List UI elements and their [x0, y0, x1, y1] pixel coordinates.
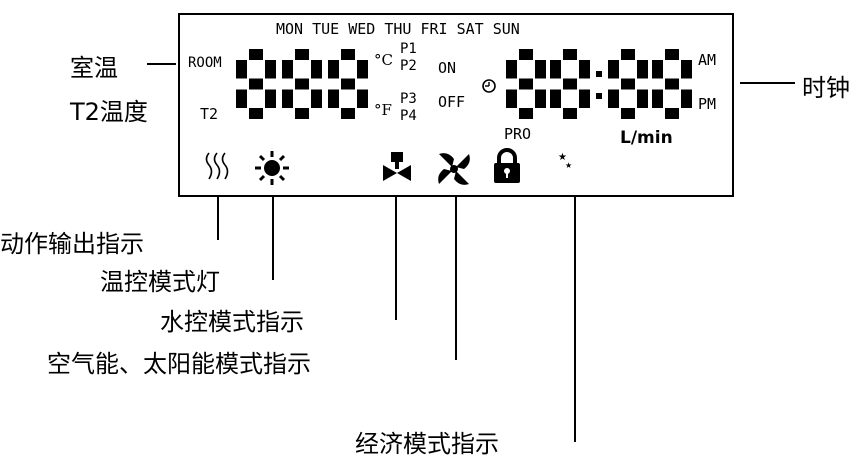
lcd-segment — [563, 108, 577, 119]
lcd-panel: MON TUE WED THU FRI SAT SUN ROOM T2 °C °… — [178, 13, 734, 197]
lcd-segment — [265, 89, 276, 108]
lcd-segment — [249, 78, 263, 90]
lcd-segment — [652, 89, 663, 108]
eco-mode-annotation: 经济模式指示 — [355, 430, 499, 458]
lcd-segment — [519, 78, 533, 90]
lcd-segment — [265, 60, 276, 79]
air-solar-mode-annotation: 空气能、太阳能模式指示 — [47, 350, 311, 378]
clock-annotation: 时钟 — [802, 74, 850, 102]
lcd-segment — [637, 60, 648, 79]
lcd-segment — [535, 60, 546, 79]
program-p4: P4 — [400, 108, 417, 124]
lcd-segment — [681, 89, 692, 108]
temp-mode-light-annotation: 温控模式灯 — [100, 268, 220, 296]
lcd-segment — [519, 108, 533, 119]
program-p1-p2: P1 P2 — [400, 41, 417, 75]
lcd-segment — [311, 60, 322, 79]
room-label: ROOM — [188, 55, 222, 71]
lcd-segment — [341, 78, 355, 90]
t2-label: T2 — [200, 105, 219, 123]
lcd-segment — [311, 89, 322, 108]
lcd-segment — [652, 60, 663, 79]
clock-icon — [482, 79, 496, 93]
t2-temp-annotation: T2温度 — [70, 98, 148, 126]
celsius-unit: °C — [374, 51, 393, 69]
time-digits — [506, 49, 692, 119]
lcd-segment — [295, 78, 309, 90]
lcd-segment — [665, 108, 679, 119]
fan-icon — [438, 153, 470, 185]
lcd-segment — [608, 89, 619, 108]
lcd-segment — [621, 49, 635, 60]
lcd-segment — [550, 89, 561, 108]
lcd-segment — [637, 89, 648, 108]
lcd-segment — [665, 78, 679, 90]
off-label: OFF — [438, 93, 466, 111]
time-colon-dot — [596, 93, 602, 99]
lcd-segment — [341, 49, 355, 60]
leader-lines — [147, 63, 795, 442]
program-p1: P1 — [400, 41, 417, 57]
lcd-segment — [357, 60, 368, 79]
lcd-segment — [608, 60, 619, 79]
lcd-segment — [550, 60, 561, 79]
room-temp-annotation: 室温 — [70, 54, 118, 82]
lcd-segment — [328, 89, 339, 108]
weekday-row: MON TUE WED THU FRI SAT SUN — [276, 20, 520, 38]
lcd-segment — [506, 60, 517, 79]
lcd-segment — [681, 60, 692, 79]
on-label: ON — [438, 59, 457, 77]
lcd-segment — [579, 89, 590, 108]
lcd-segment — [357, 89, 368, 108]
lcd-segment — [621, 108, 635, 119]
lcd-segment — [665, 49, 679, 60]
lcd-segment — [328, 60, 339, 79]
lcd-segment — [506, 89, 517, 108]
lcd-segment — [249, 108, 263, 119]
flow-unit-label: L/min — [620, 128, 673, 148]
lcd-segment — [282, 89, 293, 108]
time-colon-dot — [596, 71, 602, 77]
fahrenheit-unit: °F — [374, 101, 392, 119]
lock-icon — [494, 148, 520, 183]
lcd-segment — [295, 49, 309, 60]
lcd-segment — [295, 108, 309, 119]
heat-wave-icon — [205, 152, 229, 180]
program-p3: P3 — [400, 91, 417, 107]
moon-stars-icon: ★ ★ — [558, 152, 584, 183]
program-p2: P2 — [400, 58, 417, 74]
valve-icon — [383, 152, 411, 181]
program-p3-p4: P3 P4 — [400, 91, 417, 125]
lcd-segment — [563, 49, 577, 60]
lcd-segment — [249, 49, 263, 60]
sun-icon — [255, 151, 289, 185]
pro-label: PRO — [504, 125, 532, 143]
lcd-segment — [535, 89, 546, 108]
water-mode-annotation: 水控模式指示 — [160, 308, 304, 336]
svg-text:★: ★ — [558, 152, 567, 163]
output-indicator-annotation: 动作输出指示 — [0, 230, 144, 258]
lcd-segment — [341, 108, 355, 119]
temperature-digits — [236, 49, 368, 119]
lcd-segment — [236, 89, 247, 108]
lcd-segment — [519, 49, 533, 60]
svg-text:★: ★ — [565, 161, 572, 170]
lcd-segment — [282, 60, 293, 79]
lcd-segment — [579, 60, 590, 79]
pm-label: PM — [698, 95, 717, 113]
lcd-segment — [236, 60, 247, 79]
lcd-segment — [621, 78, 635, 90]
am-label: AM — [698, 51, 717, 69]
lcd-segment — [563, 78, 577, 90]
